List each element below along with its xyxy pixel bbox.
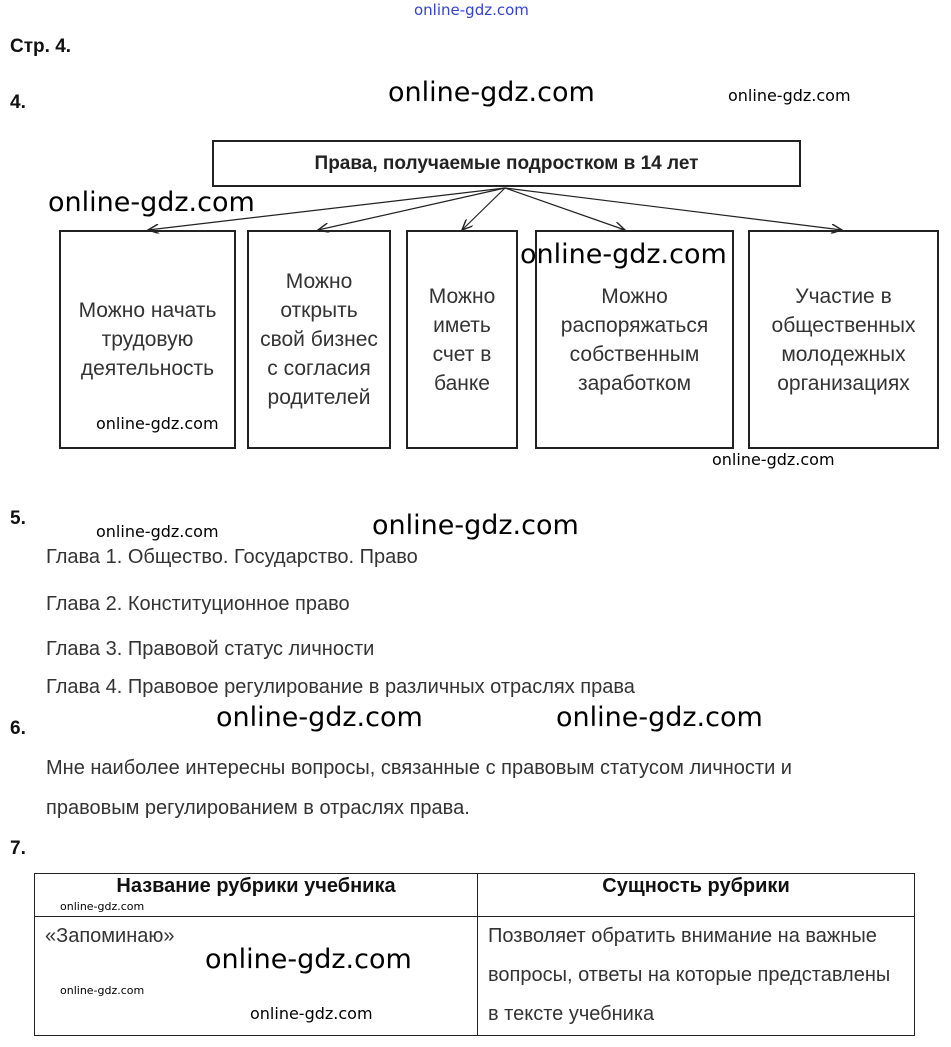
table-header-row: Название рубрики учебника Сущность рубри…: [34, 873, 915, 917]
arrow: [504, 187, 625, 230]
watermark: online-gdz.com: [712, 450, 835, 469]
diagram-box-1: Можно начать трудовую деятельность: [59, 230, 236, 449]
task-4-number: 4.: [10, 92, 26, 113]
arrow: [148, 187, 506, 230]
watermark: online-gdz.com: [372, 510, 579, 541]
watermark: online-gdz.com: [96, 522, 219, 541]
arrow: [504, 187, 842, 230]
watermark: online-gdz.com: [250, 1004, 373, 1023]
watermark: online-gdz.com: [388, 77, 595, 108]
watermark: online-gdz.com: [60, 900, 145, 913]
watermark: online-gdz.com: [520, 239, 727, 270]
chapter-item: Глава 4. Правовое регулирование в различ…: [46, 676, 635, 698]
watermark: online-gdz.com: [556, 702, 763, 733]
watermark: online-gdz.com: [414, 1, 529, 19]
answer-line: правовым регулированием в отраслях права…: [46, 797, 470, 819]
table-cell: Позволяет обратить внимание на важные во…: [477, 916, 915, 1036]
diagram-box-3: Можно иметь счет в банке: [406, 230, 518, 449]
chapter-item: Глава 1. Общество. Государство. Право: [46, 546, 418, 568]
answer-line: Мне наиболее интересны вопросы, связанны…: [46, 757, 792, 779]
task-5-number: 5.: [10, 508, 26, 529]
diagram-title-box: Права, получаемые подростком в 14 лет: [212, 140, 801, 187]
watermark: online-gdz.com: [728, 86, 851, 105]
diagram-box-2: Можно открыть свой бизнес с согласия род…: [247, 230, 391, 449]
diagram-box-4: Можно распоряжаться собственным заработк…: [535, 230, 734, 449]
column-header: Сущность рубрики: [477, 873, 915, 917]
watermark: online-gdz.com: [60, 984, 145, 997]
arrow: [318, 187, 506, 230]
table-cell: «Запоминаю»: [34, 916, 478, 1036]
diagram-box-5: Участие в общественных молодежных органи…: [748, 230, 939, 449]
arrow: [462, 187, 506, 230]
task-7-number: 7.: [10, 838, 26, 859]
watermark: online-gdz.com: [216, 702, 423, 733]
watermark: online-gdz.com: [205, 944, 412, 975]
watermark: online-gdz.com: [48, 187, 255, 218]
table-row: «Запоминаю» Позволяет обратить внимание …: [34, 916, 915, 1036]
diagram-arrows: [0, 187, 951, 260]
chapter-item: Глава 3. Правовой статус личности: [46, 638, 375, 660]
watermark: online-gdz.com: [96, 414, 219, 433]
task-6-number: 6.: [10, 718, 26, 739]
rubric-table: Название рубрики учебника Сущность рубри…: [34, 873, 915, 1036]
chapter-item: Глава 2. Конституционное право: [46, 593, 350, 615]
page-label: Стр. 4.: [10, 36, 72, 57]
